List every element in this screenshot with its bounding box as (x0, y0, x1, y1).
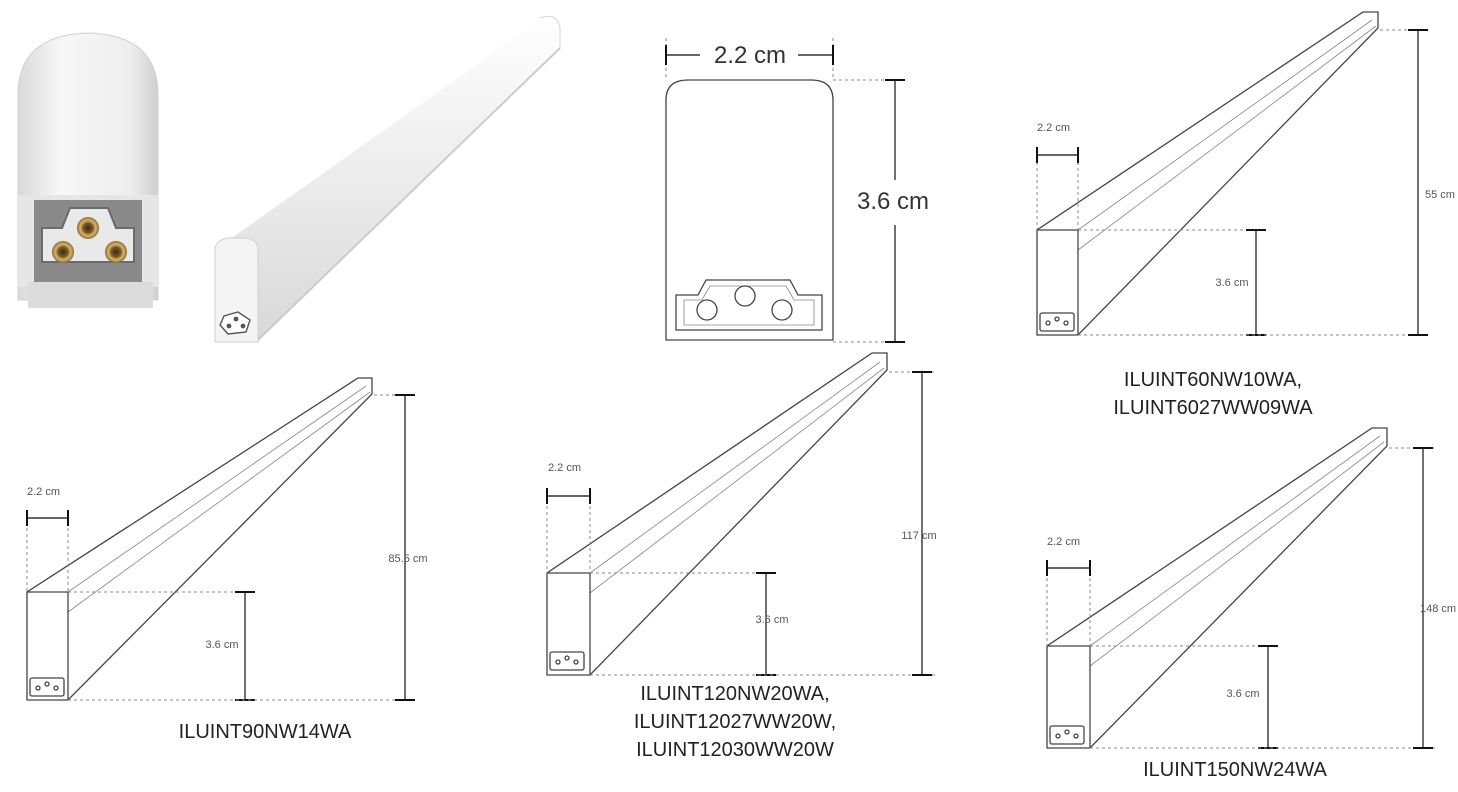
model-caption-v150: ILUINT150NW24WA (1100, 756, 1370, 784)
diagram-variant-150: 2.2 cm 3.6 cm 148 cm (1046, 427, 1456, 749)
diagram-variant-90: 2.2 cm 3.6 cm 85.5 cm (26, 377, 428, 701)
diagram-variant-60: 2.2 cm 3.6 cm 55 cm (1036, 11, 1455, 336)
v60-length-label: 55 cm (1425, 189, 1455, 201)
model-name: ILUINT6027WW09WA (1113, 397, 1313, 419)
v90-length-label: 85.5 cm (388, 553, 427, 565)
model-caption-v60: ILUINT60NW10WA, ILUINT6027WW09WA (1078, 366, 1348, 422)
luminaire-photo (214, 15, 561, 343)
diagram-variant-120: 2.2 cm 3.6 cm 117 cm (546, 352, 937, 676)
v120-width-label: 2.2 cm (548, 462, 581, 474)
profile-height-label: 3.6 cm (857, 188, 929, 215)
v150-length-label: 148 cm (1420, 603, 1456, 615)
model-name: ILUINT120NW20WA, (640, 683, 830, 705)
model-name: ILUINT150NW24WA (1143, 759, 1327, 781)
v90-width-label: 2.2 cm (27, 486, 60, 498)
model-caption-v120: ILUINT120NW20WA, ILUINT12027WW20W, ILUIN… (585, 680, 885, 764)
v60-width-label: 2.2 cm (1037, 122, 1070, 134)
model-caption-v90: ILUINT90NW14WA (135, 718, 395, 746)
model-name: ILUINT12030WW20W (636, 739, 834, 761)
v90-height-label: 3.6 cm (205, 639, 238, 651)
model-name: ILUINT90NW14WA (178, 721, 352, 743)
profile-drawing: 2.2 cm 3.6 cm (665, 38, 929, 343)
v150-width-label: 2.2 cm (1047, 536, 1080, 548)
profile-width-label: 2.2 cm (714, 42, 786, 69)
model-name: ILUINT12027WW20W, (633, 711, 837, 733)
v150-height-label: 3.6 cm (1226, 688, 1259, 700)
v60-height-label: 3.6 cm (1215, 277, 1248, 289)
end-cap-photo (17, 32, 159, 308)
v120-length-label: 117 cm (901, 530, 936, 542)
v120-height-label: 3.6 cm (755, 614, 788, 626)
model-name: ILUINT60NW10WA, (1123, 369, 1303, 391)
